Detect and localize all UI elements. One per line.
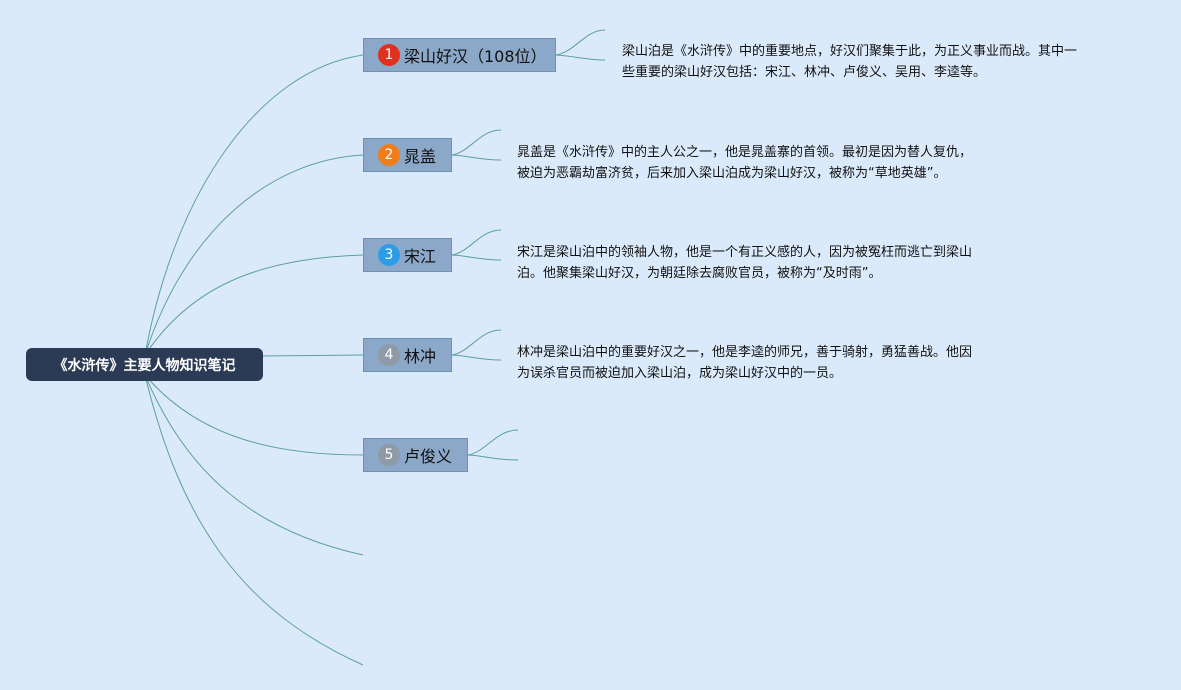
topic-label: 林冲 xyxy=(404,347,437,366)
root-to-empty-2 xyxy=(144,374,364,666)
topic-description: 林冲是梁山泊中的重要好汉之一，他是李逵的师兄，善于骑射，勇猛善战。他因 为误杀官… xyxy=(517,342,972,384)
topic-3-branch-down xyxy=(451,254,502,261)
topic-liangshan-heroes[interactable]: 1 梁山好汉（108位） xyxy=(363,38,556,72)
root-to-empty-1 xyxy=(144,374,364,556)
description-line: 为误杀官员而被迫加入梁山泊，成为梁山好汉中的一员。 xyxy=(517,366,843,381)
topic-chao-gai[interactable]: 2 晁盖 xyxy=(363,138,452,172)
description-line: 梁山泊是《水浒传》中的重要地点，好汉们聚集于此，为正义事业而战。其中一 xyxy=(622,44,1078,59)
root-to-topic-4 xyxy=(262,354,364,357)
topic-2-branch-up xyxy=(451,129,502,156)
root-to-topic-1 xyxy=(144,54,364,356)
root-topic-label: 《水浒传》主要人物知识笔记 xyxy=(53,357,236,374)
topic-song-jiang[interactable]: 3 宋江 xyxy=(363,238,452,272)
topic-label: 梁山好汉（108位） xyxy=(404,47,547,66)
description-line: 宋江是梁山泊中的领袖人物，他是一个有正义感的人，因为被冤枉而逃亡到梁山 xyxy=(517,245,973,260)
topic-1-branch-up xyxy=(555,29,606,56)
description-line: 林冲是梁山泊中的重要好汉之一，他是李逵的师兄，善于骑射，勇猛善战。他因 xyxy=(517,345,973,360)
topic-description: 晁盖是《水浒传》中的主人公之一，他是晁盖寨的首领。最初是因为替人复仇， 被迫为恶… xyxy=(517,142,972,184)
root-topic[interactable]: 《水浒传》主要人物知识笔记 xyxy=(26,348,263,381)
priority-2-icon: 2 xyxy=(378,144,400,166)
priority-5-icon: 5 xyxy=(378,444,400,466)
topic-1-branch-down xyxy=(555,54,606,61)
topic-label: 卢俊义 xyxy=(404,447,453,466)
priority-3-icon: 3 xyxy=(378,244,400,266)
topic-4-branch-up xyxy=(451,329,502,356)
priority-4-icon: 4 xyxy=(378,344,400,366)
topic-description: 宋江是梁山泊中的领袖人物，他是一个有正义感的人，因为被冤枉而逃亡到梁山 泊。他聚… xyxy=(517,242,972,284)
root-to-topic-5 xyxy=(144,374,364,456)
topic-label: 晁盖 xyxy=(404,147,437,166)
topic-lu-junyi[interactable]: 5 卢俊义 xyxy=(363,438,468,472)
topic-5-branch-up xyxy=(467,429,519,456)
description-line: 被迫为恶霸劫富济贫，后来加入梁山泊成为梁山好汉，被称为“草地英雄”。 xyxy=(517,166,947,181)
root-to-topic-2 xyxy=(144,154,364,356)
priority-1-icon: 1 xyxy=(378,44,400,66)
description-line: 泊。他聚集梁山好汉，为朝廷除去腐败官员，被称为“及时雨”。 xyxy=(517,266,882,281)
topic-5-branch-down xyxy=(467,454,519,461)
topic-label: 宋江 xyxy=(404,247,437,266)
topic-4-branch-down xyxy=(451,354,502,361)
topic-lin-chong[interactable]: 4 林冲 xyxy=(363,338,452,372)
topic-2-branch-down xyxy=(451,154,502,161)
topic-3-branch-up xyxy=(451,229,502,256)
topic-description: 梁山泊是《水浒传》中的重要地点，好汉们聚集于此，为正义事业而战。其中一 些重要的… xyxy=(622,41,1077,83)
description-line: 些重要的梁山好汉包括：宋江、林冲、卢俊义、吴用、李逵等。 xyxy=(622,65,987,80)
description-line: 晁盖是《水浒传》中的主人公之一，他是晁盖寨的首领。最初是因为替人复仇， xyxy=(517,145,973,160)
root-to-topic-3 xyxy=(144,254,364,356)
